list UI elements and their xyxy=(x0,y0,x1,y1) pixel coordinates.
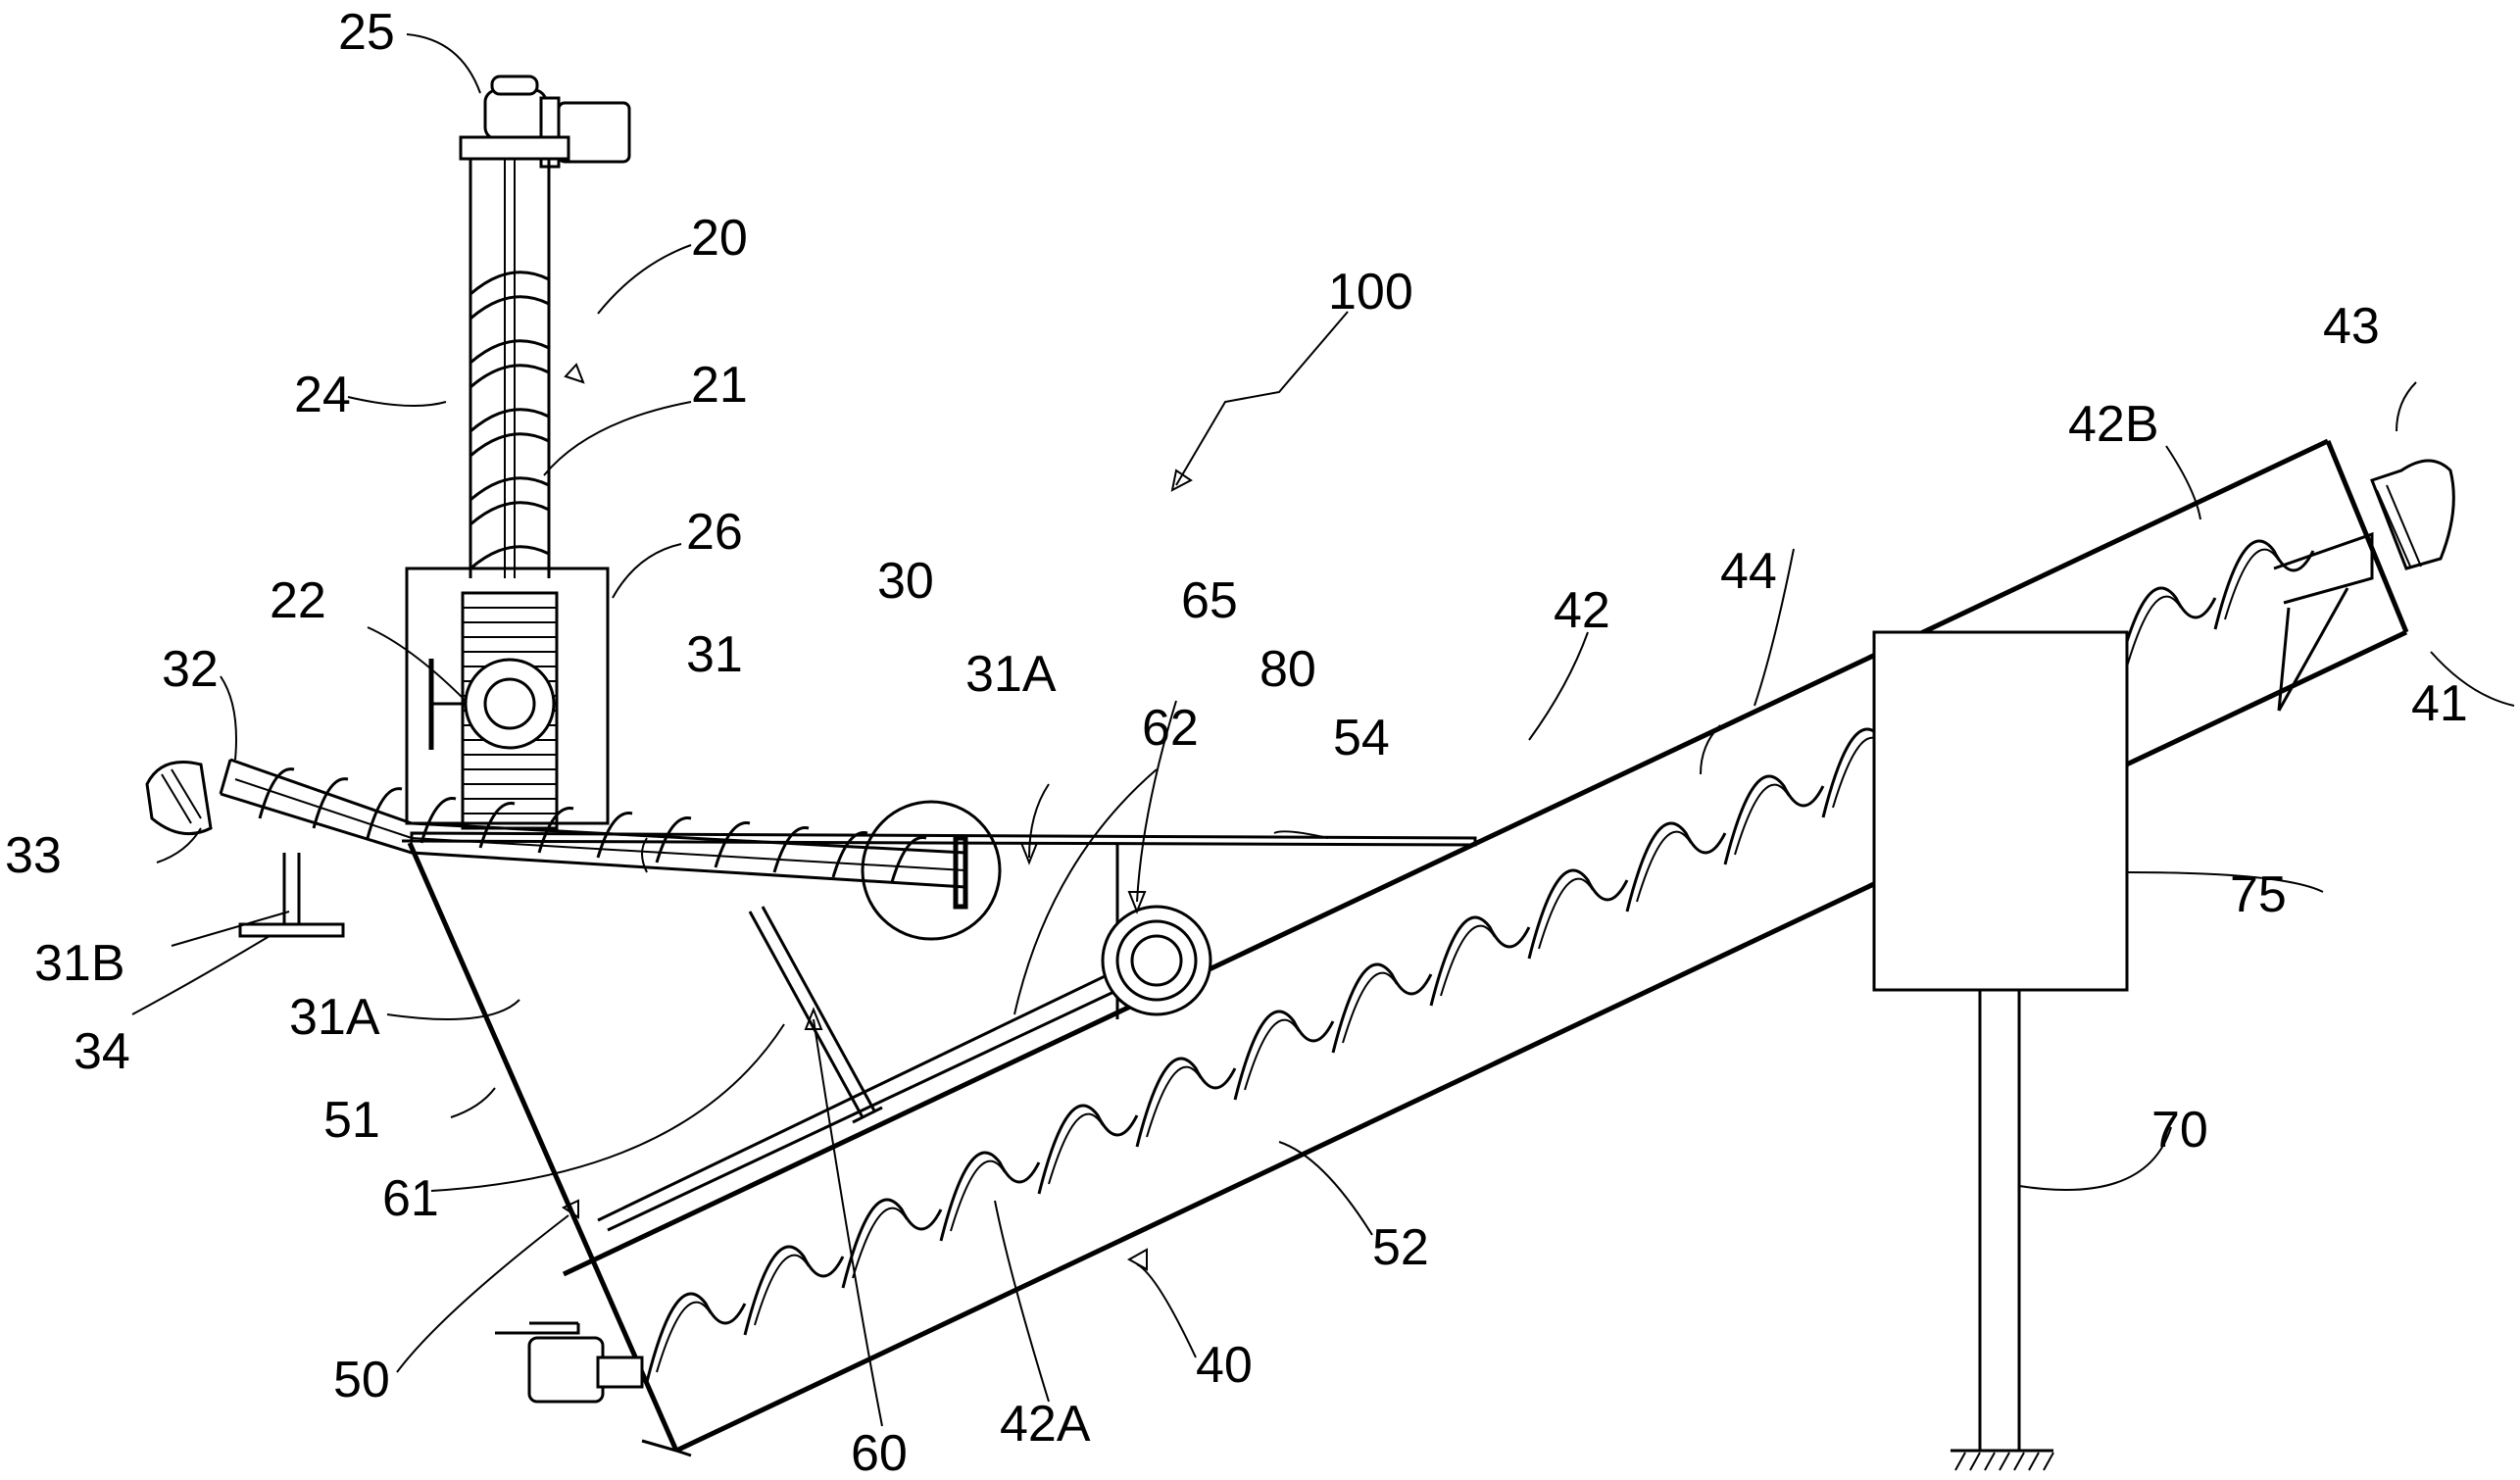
label-26: 26 xyxy=(686,504,743,561)
label-62: 62 xyxy=(1142,700,1199,757)
label-42: 42 xyxy=(1554,582,1610,639)
label-31: 31 xyxy=(686,626,743,683)
label-70: 70 xyxy=(2151,1102,2208,1159)
control-box xyxy=(1872,630,2129,992)
label-21: 21 xyxy=(691,357,748,414)
label-31A-top: 31A xyxy=(965,646,1057,703)
label-75: 75 xyxy=(2230,866,2287,923)
label-42A: 42A xyxy=(1000,1396,1091,1453)
support-post xyxy=(1951,990,2054,1471)
reference-labels: 25 20 100 43 24 21 42B 26 30 65 44 22 31… xyxy=(5,4,2468,1480)
lever xyxy=(748,906,883,1124)
inclined-screw-conveyor xyxy=(562,438,2455,1454)
label-100: 100 xyxy=(1328,264,1413,321)
label-54: 54 xyxy=(1333,710,1390,766)
label-31B: 31B xyxy=(34,935,125,992)
label-40: 40 xyxy=(1196,1337,1253,1394)
label-31A-bottom: 31A xyxy=(289,989,380,1046)
label-60: 60 xyxy=(851,1425,908,1480)
horizontal-screw-conveyor xyxy=(145,758,1002,941)
label-24: 24 xyxy=(294,367,351,423)
label-42B: 42B xyxy=(2068,396,2159,453)
label-61: 61 xyxy=(382,1170,439,1227)
label-22: 22 xyxy=(270,572,326,629)
label-25: 25 xyxy=(338,4,395,61)
label-80: 80 xyxy=(1260,641,1316,698)
label-41: 41 xyxy=(2411,675,2468,732)
leader-lines xyxy=(131,33,2515,1427)
label-33: 33 xyxy=(5,827,62,884)
roller xyxy=(1101,905,1212,1016)
hopper xyxy=(402,839,692,1457)
label-51: 51 xyxy=(323,1092,380,1149)
vertical-screw-conveyor xyxy=(405,74,631,830)
label-30: 30 xyxy=(877,553,934,610)
label-32: 32 xyxy=(162,641,219,698)
label-43: 43 xyxy=(2323,298,2380,355)
label-20: 20 xyxy=(691,210,748,267)
label-50: 50 xyxy=(333,1352,390,1408)
label-52: 52 xyxy=(1372,1219,1429,1276)
label-44: 44 xyxy=(1720,543,1777,600)
label-65: 65 xyxy=(1181,572,1238,629)
top-plate xyxy=(410,831,1477,1019)
label-34: 34 xyxy=(74,1023,130,1080)
